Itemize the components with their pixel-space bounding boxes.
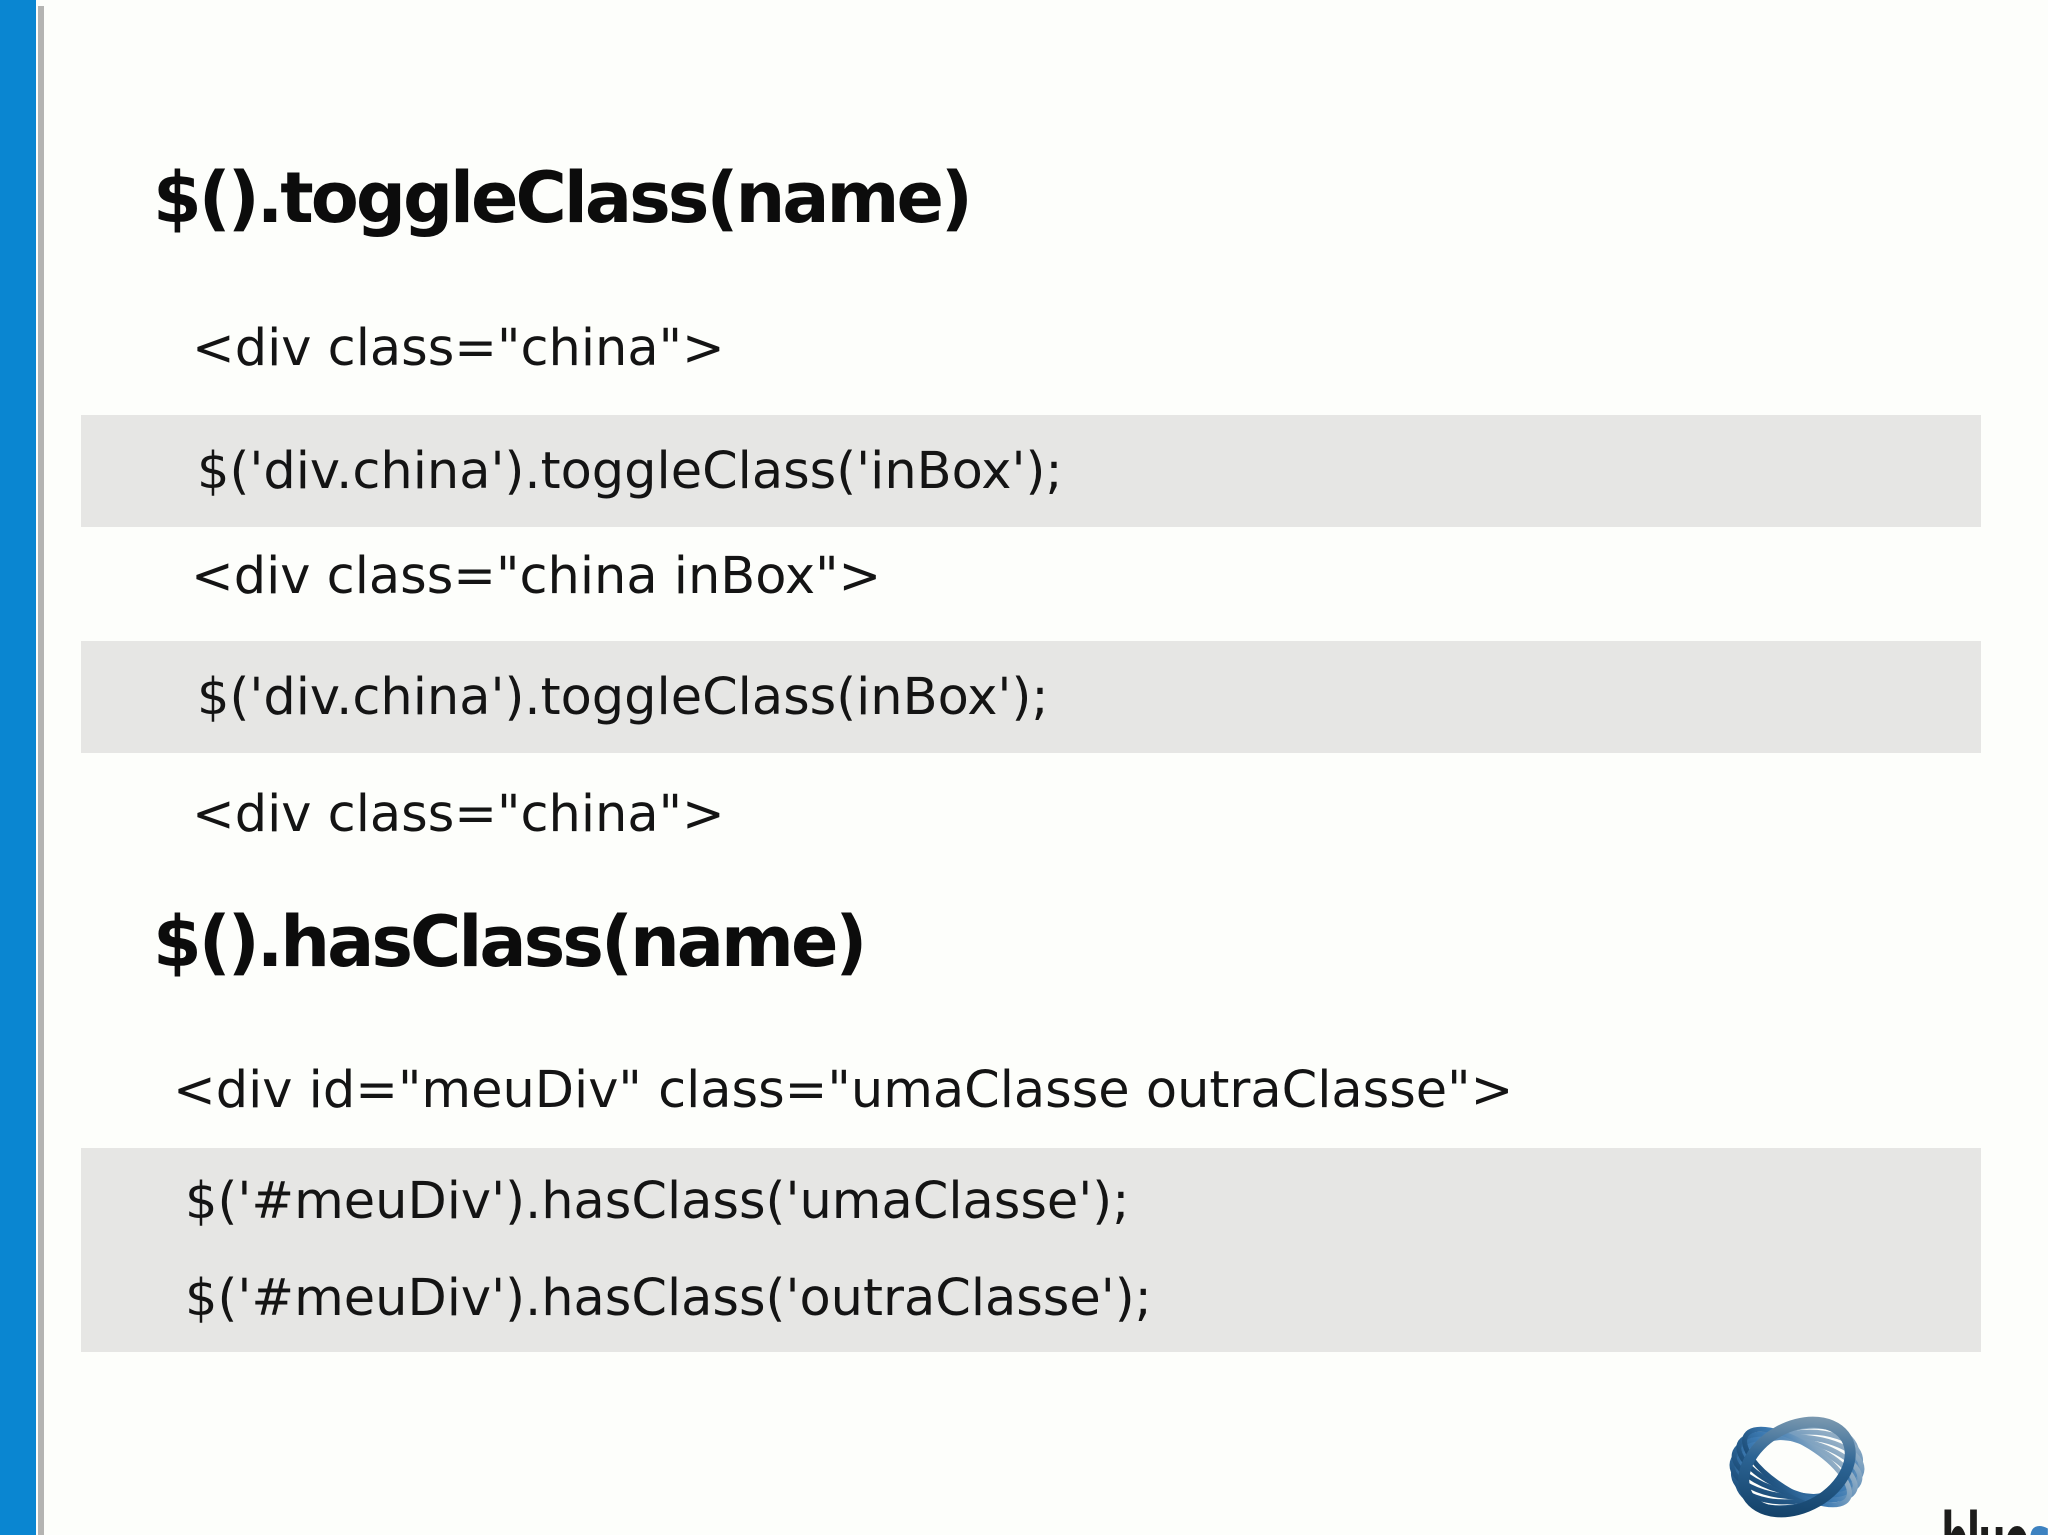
highlight-band-toggleclass-unquoted: $('div.china').toggleClass(inBox'); xyxy=(81,641,1981,753)
heading-hasclass: $().hasClass(name) xyxy=(153,901,867,983)
bluesoft-word-soft: soft xyxy=(2028,1497,2048,1535)
highlight-band-toggleclass-quoted: $('div.china').toggleClass('inBox'); xyxy=(81,415,1981,527)
accent-bar-shadow xyxy=(38,6,44,1535)
bluesoft-logo: bluesoft xyxy=(1724,1396,2048,1535)
code-line-div-china-before: <div class="china"> xyxy=(192,319,725,378)
code-line-hasclass-outraclasse: $('#meuDiv').hasClass('outraClasse'); xyxy=(185,1269,1152,1328)
bluesoft-word-blue: blue xyxy=(1941,1497,2030,1535)
code-line-div-china-inbox: <div class="china inBox"> xyxy=(191,547,882,606)
heading-toggleclass: $().toggleClass(name) xyxy=(153,157,973,239)
code-line-div-meudiv: <div id="meuDiv" class="umaClasse outraC… xyxy=(173,1061,1514,1120)
highlight-band-hasclass: $('#meuDiv').hasClass('umaClasse'); $('#… xyxy=(81,1148,1981,1352)
left-accent-bar xyxy=(0,0,36,1535)
bluesoft-wordmark: bluesoft xyxy=(1872,1410,2048,1535)
bluesoft-swirl-icon xyxy=(1729,1416,1865,1518)
code-line-div-china-after: <div class="china"> xyxy=(192,785,725,844)
code-line-hasclass-umaclasse: $('#meuDiv').hasClass('umaClasse'); xyxy=(185,1172,1130,1231)
